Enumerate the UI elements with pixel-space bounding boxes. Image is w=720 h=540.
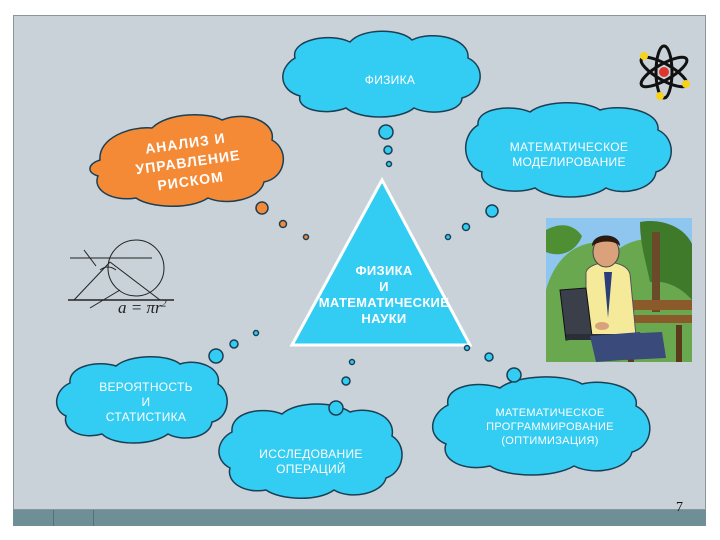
formula-main: a = πr [118, 298, 162, 317]
programming-label-line1: МАТЕМАТИЧЕСКОЕ [495, 407, 605, 419]
formula-text: a = πr2 [118, 298, 167, 318]
cloud-modeling [464, 102, 672, 198]
page-number: 7 [676, 500, 683, 515]
cloud-physics [282, 30, 481, 118]
operations-label-line2: ОПЕРАЦИЙ [276, 462, 346, 476]
operations-label: ИССЛЕДОВАНИЕ ОПЕРАЦИЙ [236, 447, 386, 477]
bubble-trail-programming [463, 344, 522, 383]
center-label-line3: МАТЕМАТИЧЕСКИЕ [318, 295, 450, 310]
bubble-trail-modeling [444, 204, 499, 241]
cloud-programming [431, 376, 651, 476]
cloud-probability [56, 356, 228, 444]
central-triangle [289, 176, 473, 347]
center-label-line1: ФИЗИКА [355, 263, 413, 278]
businessman-laptop-image [546, 218, 692, 362]
bubble-trail-probability [208, 329, 260, 364]
cloud-operations [218, 403, 403, 499]
probability-label-line3: СТАТИСТИКА [105, 410, 187, 424]
bubble-trail-risk [255, 201, 310, 241]
modeling-label-line1: МАТЕМАТИЧЕСКОЕ [509, 140, 629, 154]
bubble-trail-top [378, 124, 394, 168]
probability-label: ВЕРОЯТНОСТЬ И СТАТИСТИКА [76, 380, 216, 425]
atom-icon [639, 44, 690, 100]
bottom-bar [13, 510, 706, 526]
formula-exponent: 2 [161, 298, 167, 310]
modeling-label: МАТЕМАТИЧЕСКОЕ МОДЕЛИРОВАНИЕ [484, 140, 654, 170]
physics-label: ФИЗИКА [364, 73, 416, 87]
modeling-label-line2: МОДЕЛИРОВАНИЕ [512, 155, 626, 169]
programming-label-line3: (ОПТИМИЗАЦИЯ) [501, 435, 599, 447]
center-label-line2: И [379, 279, 389, 294]
programming-label: МАТЕМАТИЧЕСКОЕ ПРОГРАММИРОВАНИЕ (ОПТИМИЗ… [460, 406, 640, 448]
bubble-trail-operations [328, 358, 356, 416]
center-label-line4: НАУКИ [361, 311, 407, 326]
operations-label-line1: ИССЛЕДОВАНИЕ [259, 447, 363, 461]
programming-label-line2: ПРОГРАММИРОВАНИЕ [486, 421, 614, 433]
probability-label-line1: ВЕРОЯТНОСТЬ [99, 380, 193, 394]
cloud-risk [89, 114, 285, 207]
probability-label-line2: И [141, 395, 151, 409]
geometry-formula-icon [68, 239, 174, 309]
center-label: ФИЗИКА И МАТЕМАТИЧЕСКИЕ НАУКИ [298, 263, 470, 327]
